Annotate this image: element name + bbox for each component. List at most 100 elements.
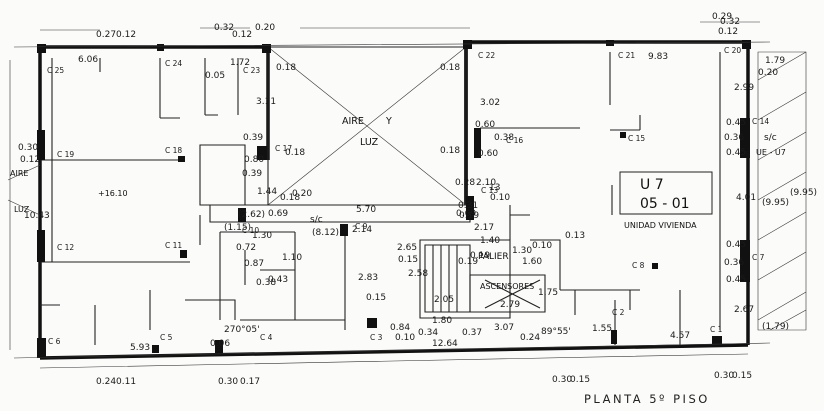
dim-right-2.99: 2.99 [734, 83, 754, 93]
unit-interior-bottom [560, 289, 681, 345]
dim-mid-0.20: 0.20 [292, 189, 312, 199]
dim-top-0.20b: 0.20 [758, 68, 778, 78]
dim-bottom-0.17: 0.17 [240, 377, 260, 387]
column-c3 [367, 318, 377, 328]
dim-right-0.36b: 0.36 [724, 258, 744, 268]
bottom-dim-lines [13, 342, 771, 369]
column-c5 [152, 345, 159, 353]
column-label-c10: C 10 [242, 226, 259, 235]
column-label-c19: C 19 [57, 150, 74, 159]
dim-bottom-0.15a: 0.15 [570, 375, 590, 385]
dim-mid-0.87: 0.87 [244, 259, 264, 269]
column-c18 [178, 156, 185, 162]
closet-17 [199, 144, 246, 206]
bottom-left-rooms [40, 215, 236, 345]
column-c22 [463, 40, 472, 49]
dim-mid-0.19a: 0.19 [459, 211, 479, 221]
dim-right-9.95a: (9.95) [762, 198, 789, 208]
courtyard-luz: LUZ [360, 137, 379, 148]
column-c12 [37, 230, 45, 262]
dim-mid-0.37: 0.37 [462, 328, 482, 338]
column-c6 [37, 338, 46, 358]
dim-left-0.12: 0.12 [20, 155, 40, 165]
top-dimensions: 0.27 0.12 0.32 0.12 0.20 0.32 0.18 0.18 … [13, 12, 785, 81]
column-label-c9: C 9 [355, 222, 368, 231]
dim-right-0.45c: 0.45 [726, 240, 746, 250]
dim-right-1.79: (1.79) [762, 322, 789, 332]
dim-mid-0.18b: 0.18 [440, 146, 460, 156]
dim-mid-0.10b: 0.10 [532, 241, 552, 251]
dim-bottom-12.64: 12.64 [432, 339, 458, 349]
dim-mid-0.39b: 0.39 [242, 169, 262, 179]
dim-mid-1.30a: 1.30 [252, 231, 272, 241]
dim-mid-2.65: 2.65 [397, 243, 417, 253]
dim-mid-0.34: 0.34 [418, 328, 438, 338]
dim-top-9.83: 9.83 [648, 52, 668, 62]
level-label: +16.10 [98, 189, 128, 198]
stair-core [344, 232, 511, 330]
dim-top-0.29: 0.29 [712, 12, 732, 22]
column-label-c18: C 18 [165, 146, 182, 155]
dim-mid-0.38b: 0.38 [256, 278, 276, 288]
left-dimensions: 0.30 0.12 10.43 0.18 [18, 143, 305, 221]
column-c13 [466, 196, 474, 220]
dim-mid-0.69a: 0.69 [268, 209, 288, 219]
right-dimensions: 2.99 0.45 0.36 0.45 4.01 (9.95) (9.95) 0… [724, 51, 817, 332]
dim-mid-0.28: 0.28 [455, 178, 475, 188]
dim-mid-0.72: 0.72 [236, 243, 256, 253]
right-strip-hatch [757, 51, 807, 331]
dim-bottom-5.93: 5.93 [130, 343, 150, 353]
left-rooms [40, 58, 190, 263]
column-c1 [712, 336, 722, 346]
dim-top-0.18a: 0.18 [276, 63, 296, 73]
dim-mid-0.60a: 0.60 [475, 120, 495, 130]
dim-mid-13: 13 [489, 183, 500, 193]
dim-mid-0.60b: 0.60 [478, 149, 498, 159]
room-labels: s/c s/c UE - U7 PALIER ASCENSORES +16.10 [98, 133, 786, 291]
dim-mid-2.58: 2.58 [408, 269, 428, 279]
palier-label: PALIER [478, 252, 509, 262]
dim-left-0.30: 0.30 [18, 143, 38, 153]
dim-mid-2.79: 2.79 [500, 300, 520, 310]
dim-bottom-0.24: 0.24 [96, 377, 116, 387]
column-label-c7: C 7 [752, 253, 765, 262]
courtyard-y: Y [385, 116, 392, 127]
column-c20 [742, 40, 751, 49]
dim-top-0.32b: 0.32 [720, 17, 740, 27]
column-label-c5: C 5 [160, 333, 173, 342]
dim-mid-1.75: 1.75 [538, 288, 558, 298]
left-aire-label: AIRE [10, 169, 28, 178]
column-c11 [180, 250, 187, 258]
bottom-dimensions: 5.93 0.06 270°05' 12.64 89°55' 1.55 4.57… [13, 324, 771, 387]
dim-mid-0.31: 0.31 [458, 201, 478, 211]
wall-bottom [39, 343, 749, 360]
dim-mid-0.24: 0.24 [520, 333, 540, 343]
dim-bottom-0.11: 0.11 [116, 377, 136, 387]
dim-mid-0.15a: 0.15 [398, 255, 418, 265]
dim-mid-0.15b: 0.15 [366, 293, 386, 303]
dim-mid-3.11: 3.11 [256, 97, 276, 107]
mid-dimensions: 3.11 0.39 0.80 0.39 1.44 0.18 0.69 5.70 … [224, 97, 585, 343]
column-c4 [215, 340, 223, 354]
column-label-c3: C 3 [370, 333, 383, 342]
dim-right-0.36a: 0.36 [724, 133, 744, 143]
dim-mid-1.10: 1.10 [282, 253, 302, 263]
dim-mid-1.44: 1.44 [257, 187, 277, 197]
dim-mid-0.19c: 0.19 [458, 257, 478, 267]
dim-top-0.12c: 0.12 [718, 27, 738, 37]
elevator-shaft [469, 274, 546, 313]
column-label-c21: C 21 [618, 51, 635, 60]
left-margin-lines [7, 164, 41, 216]
dim-top-1.79: 1.79 [765, 56, 785, 66]
dim-bottom-89: 89°55' [541, 327, 571, 337]
dim-top-0.27: 0.27 [96, 30, 116, 40]
unit-code: 05 - 01 [640, 196, 690, 212]
dim-top-0.32: 0.32 [214, 23, 234, 33]
column-label-c16: C 16 [506, 136, 523, 145]
dim-mid-0.13: 0.13 [565, 231, 585, 241]
courtyard-aire: AIRE [342, 116, 364, 127]
dim-mid-1.15: (1.15) [224, 223, 251, 233]
dim-mid-2.14: 2.14 [352, 225, 372, 235]
dim-mid-0.19b: 0.19 [470, 251, 490, 261]
